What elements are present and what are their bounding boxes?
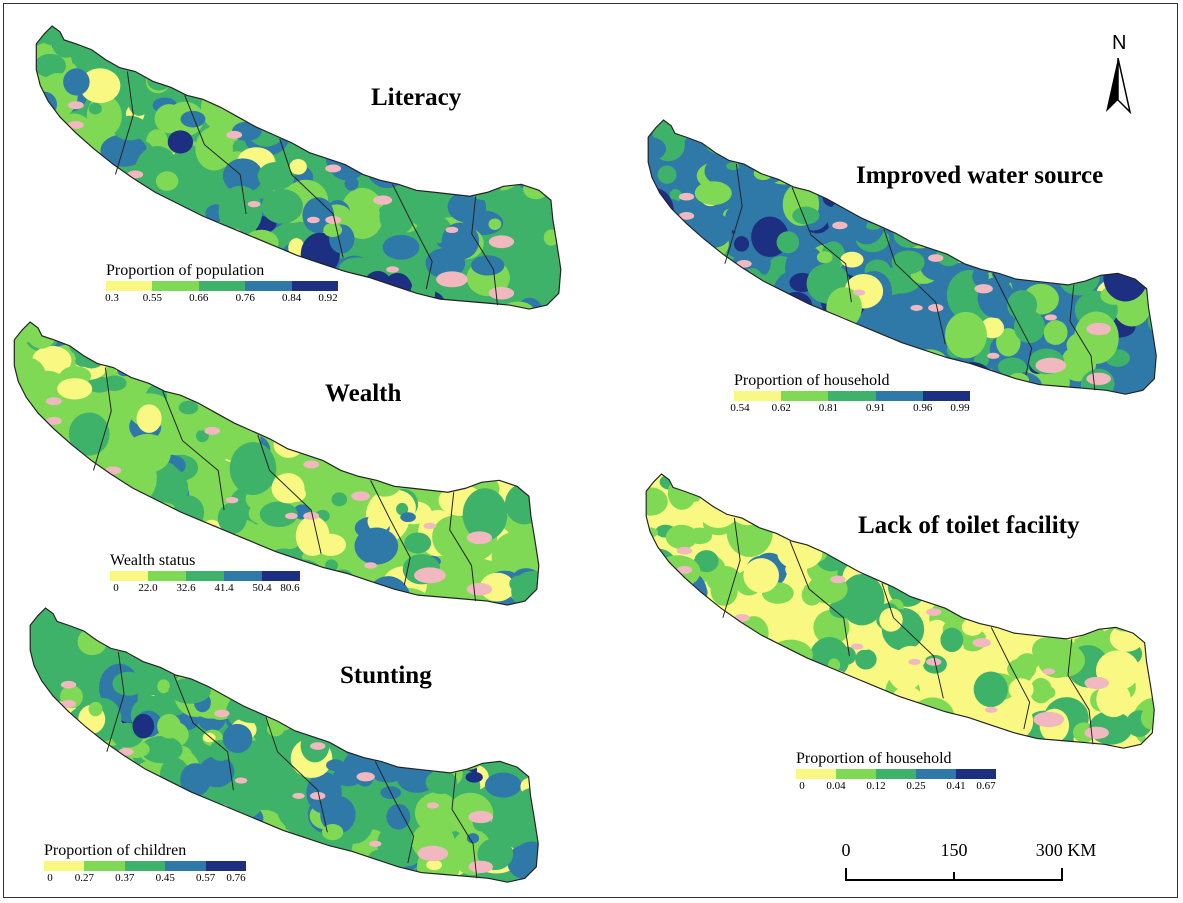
scale-bar: 0 150 300 KM	[818, 840, 1096, 900]
north-label: N	[1112, 32, 1127, 54]
legend-water: Proportion of household 0.54 0.62 0.81 0.91…	[730, 372, 970, 415]
legend-swatch	[828, 391, 876, 401]
legend-color-bar	[734, 391, 970, 401]
legend-tick-label: 41.4	[214, 582, 234, 594]
legend-wealth: Wealth status 0 22.0 32.6 41.4 50.4 80.6	[110, 552, 300, 595]
legend-tick-label: 80.6	[280, 582, 300, 594]
legend-swatch	[84, 861, 125, 871]
scale-label-150: 150	[940, 840, 968, 860]
legend-swatch	[148, 571, 186, 581]
scale-label-300: 300 KM	[1035, 840, 1097, 860]
legend-swatch	[876, 769, 916, 779]
legend-title: Proportion of population	[106, 262, 265, 279]
legend-swatch	[734, 391, 782, 401]
legend-swatch	[245, 281, 292, 291]
legend-tick-label: 0.92	[318, 292, 338, 304]
legend-tick-label: 0.96	[913, 402, 933, 414]
legend-ticks: 0.54 0.62 0.81 0.91 0.96 0.99	[730, 401, 970, 415]
legend-swatch	[796, 769, 836, 779]
legend-swatch	[956, 769, 996, 779]
legend-tick-label: 0.41	[946, 780, 966, 792]
map-literacy	[35, 25, 571, 313]
scale-bar-line	[845, 868, 1063, 881]
legend-swatch	[224, 571, 262, 581]
legend-tick-label: 32.6	[176, 582, 196, 594]
legend-tick-label: 0	[113, 582, 119, 594]
legend-swatch	[291, 281, 338, 291]
legend-literacy: Proportion of population 0.3 0.55 0.66 0.76…	[105, 262, 338, 305]
legend-ticks: 0 0.04 0.12 0.25 0.41 0.67	[796, 779, 996, 793]
legend-color-bar	[796, 769, 996, 779]
legend-swatch	[262, 571, 300, 581]
legend-swatch	[781, 391, 829, 401]
legend-tick-label: 0.37	[115, 872, 135, 884]
legend-tick-label: 0.27	[74, 872, 95, 884]
legend-ticks: 0 0.27 0.37 0.45 0.57 0.76	[44, 871, 246, 885]
legend-tick-label: 0.55	[142, 292, 163, 304]
legend-swatch	[875, 391, 923, 401]
legend-title: Proportion of household	[734, 372, 890, 389]
legend-title: Proportion of household	[796, 750, 952, 767]
legend-swatch	[124, 861, 166, 871]
legend-swatch	[198, 281, 246, 291]
legend-tick-label: 50.4	[252, 582, 272, 594]
legend-tick-label: 0.57	[195, 872, 216, 884]
legend-color-bar	[44, 861, 246, 871]
panel-title-stunting: Stunting	[340, 662, 432, 689]
legend-tick-label: 0.62	[771, 402, 791, 414]
panel-title-literacy: Literacy	[371, 84, 462, 111]
legend-tick-label: 0.91	[865, 402, 886, 414]
legend-swatch	[165, 861, 206, 871]
panel-title-wealth: Wealth	[325, 380, 402, 407]
legend-swatch	[152, 281, 199, 291]
legend-swatch	[205, 861, 246, 871]
legend-tick-label: 0.84	[281, 292, 302, 304]
legend-ticks: 0 22.0 32.6 41.4 50.4 80.6	[110, 581, 300, 595]
legend-tick-label: 0.81	[818, 402, 839, 414]
legend-title: Wealth status	[110, 552, 196, 569]
legend-ticks: 0.3 0.55 0.66 0.76 0.84 0.92	[105, 291, 338, 305]
choropleth-map	[35, 25, 562, 310]
legend-tick-label: 0.12	[866, 780, 886, 792]
legend-tick-label: 0.67	[976, 780, 996, 792]
legend-swatch	[106, 281, 153, 291]
legend-tick-label: 0.25	[906, 780, 926, 792]
legend-swatch	[186, 571, 224, 581]
scale-label-0: 0	[841, 840, 851, 860]
legend-swatch	[110, 571, 148, 581]
legend-swatch	[916, 769, 956, 779]
legend-swatch	[922, 391, 970, 401]
panel-title-water: Improved water source	[856, 162, 1104, 189]
legend-tick-label: 0.76	[235, 292, 255, 304]
panel-title-toilet: Lack of toilet facility	[858, 512, 1080, 539]
legend-swatch	[44, 861, 85, 871]
legend-tick-label: 0.99	[950, 402, 970, 414]
legend-tick-label: 0.76	[226, 872, 246, 884]
map-water	[647, 119, 1166, 398]
legend-tick-label: 22.0	[138, 582, 158, 594]
legend-swatch	[836, 769, 876, 779]
map-toilet	[645, 473, 1164, 752]
choropleth-map	[13, 321, 540, 606]
legend-stunting: Proportion of children 0 0.27 0.37 0.45 0.57…	[44, 842, 246, 885]
map-wealth	[13, 321, 549, 609]
choropleth-map	[647, 119, 1157, 395]
legend-tick-label: 0.04	[826, 780, 846, 792]
choropleth-map	[645, 473, 1155, 749]
legend-color-bar	[106, 281, 338, 291]
legend-tick-label: 0	[47, 872, 53, 884]
north-arrow-icon	[1106, 57, 1132, 114]
legend-color-bar	[110, 571, 300, 581]
legend-toilet: Proportion of household 0 0.04 0.12 0.25 0.4…	[796, 750, 996, 793]
legend-tick-label: 0.3	[105, 292, 119, 304]
legend-title: Proportion of children	[44, 842, 187, 859]
legend-tick-label: 0.45	[155, 872, 175, 884]
legend-tick-label: 0.66	[189, 292, 209, 304]
legend-tick-label: 0	[799, 780, 805, 792]
legend-tick-label: 0.54	[730, 402, 750, 414]
